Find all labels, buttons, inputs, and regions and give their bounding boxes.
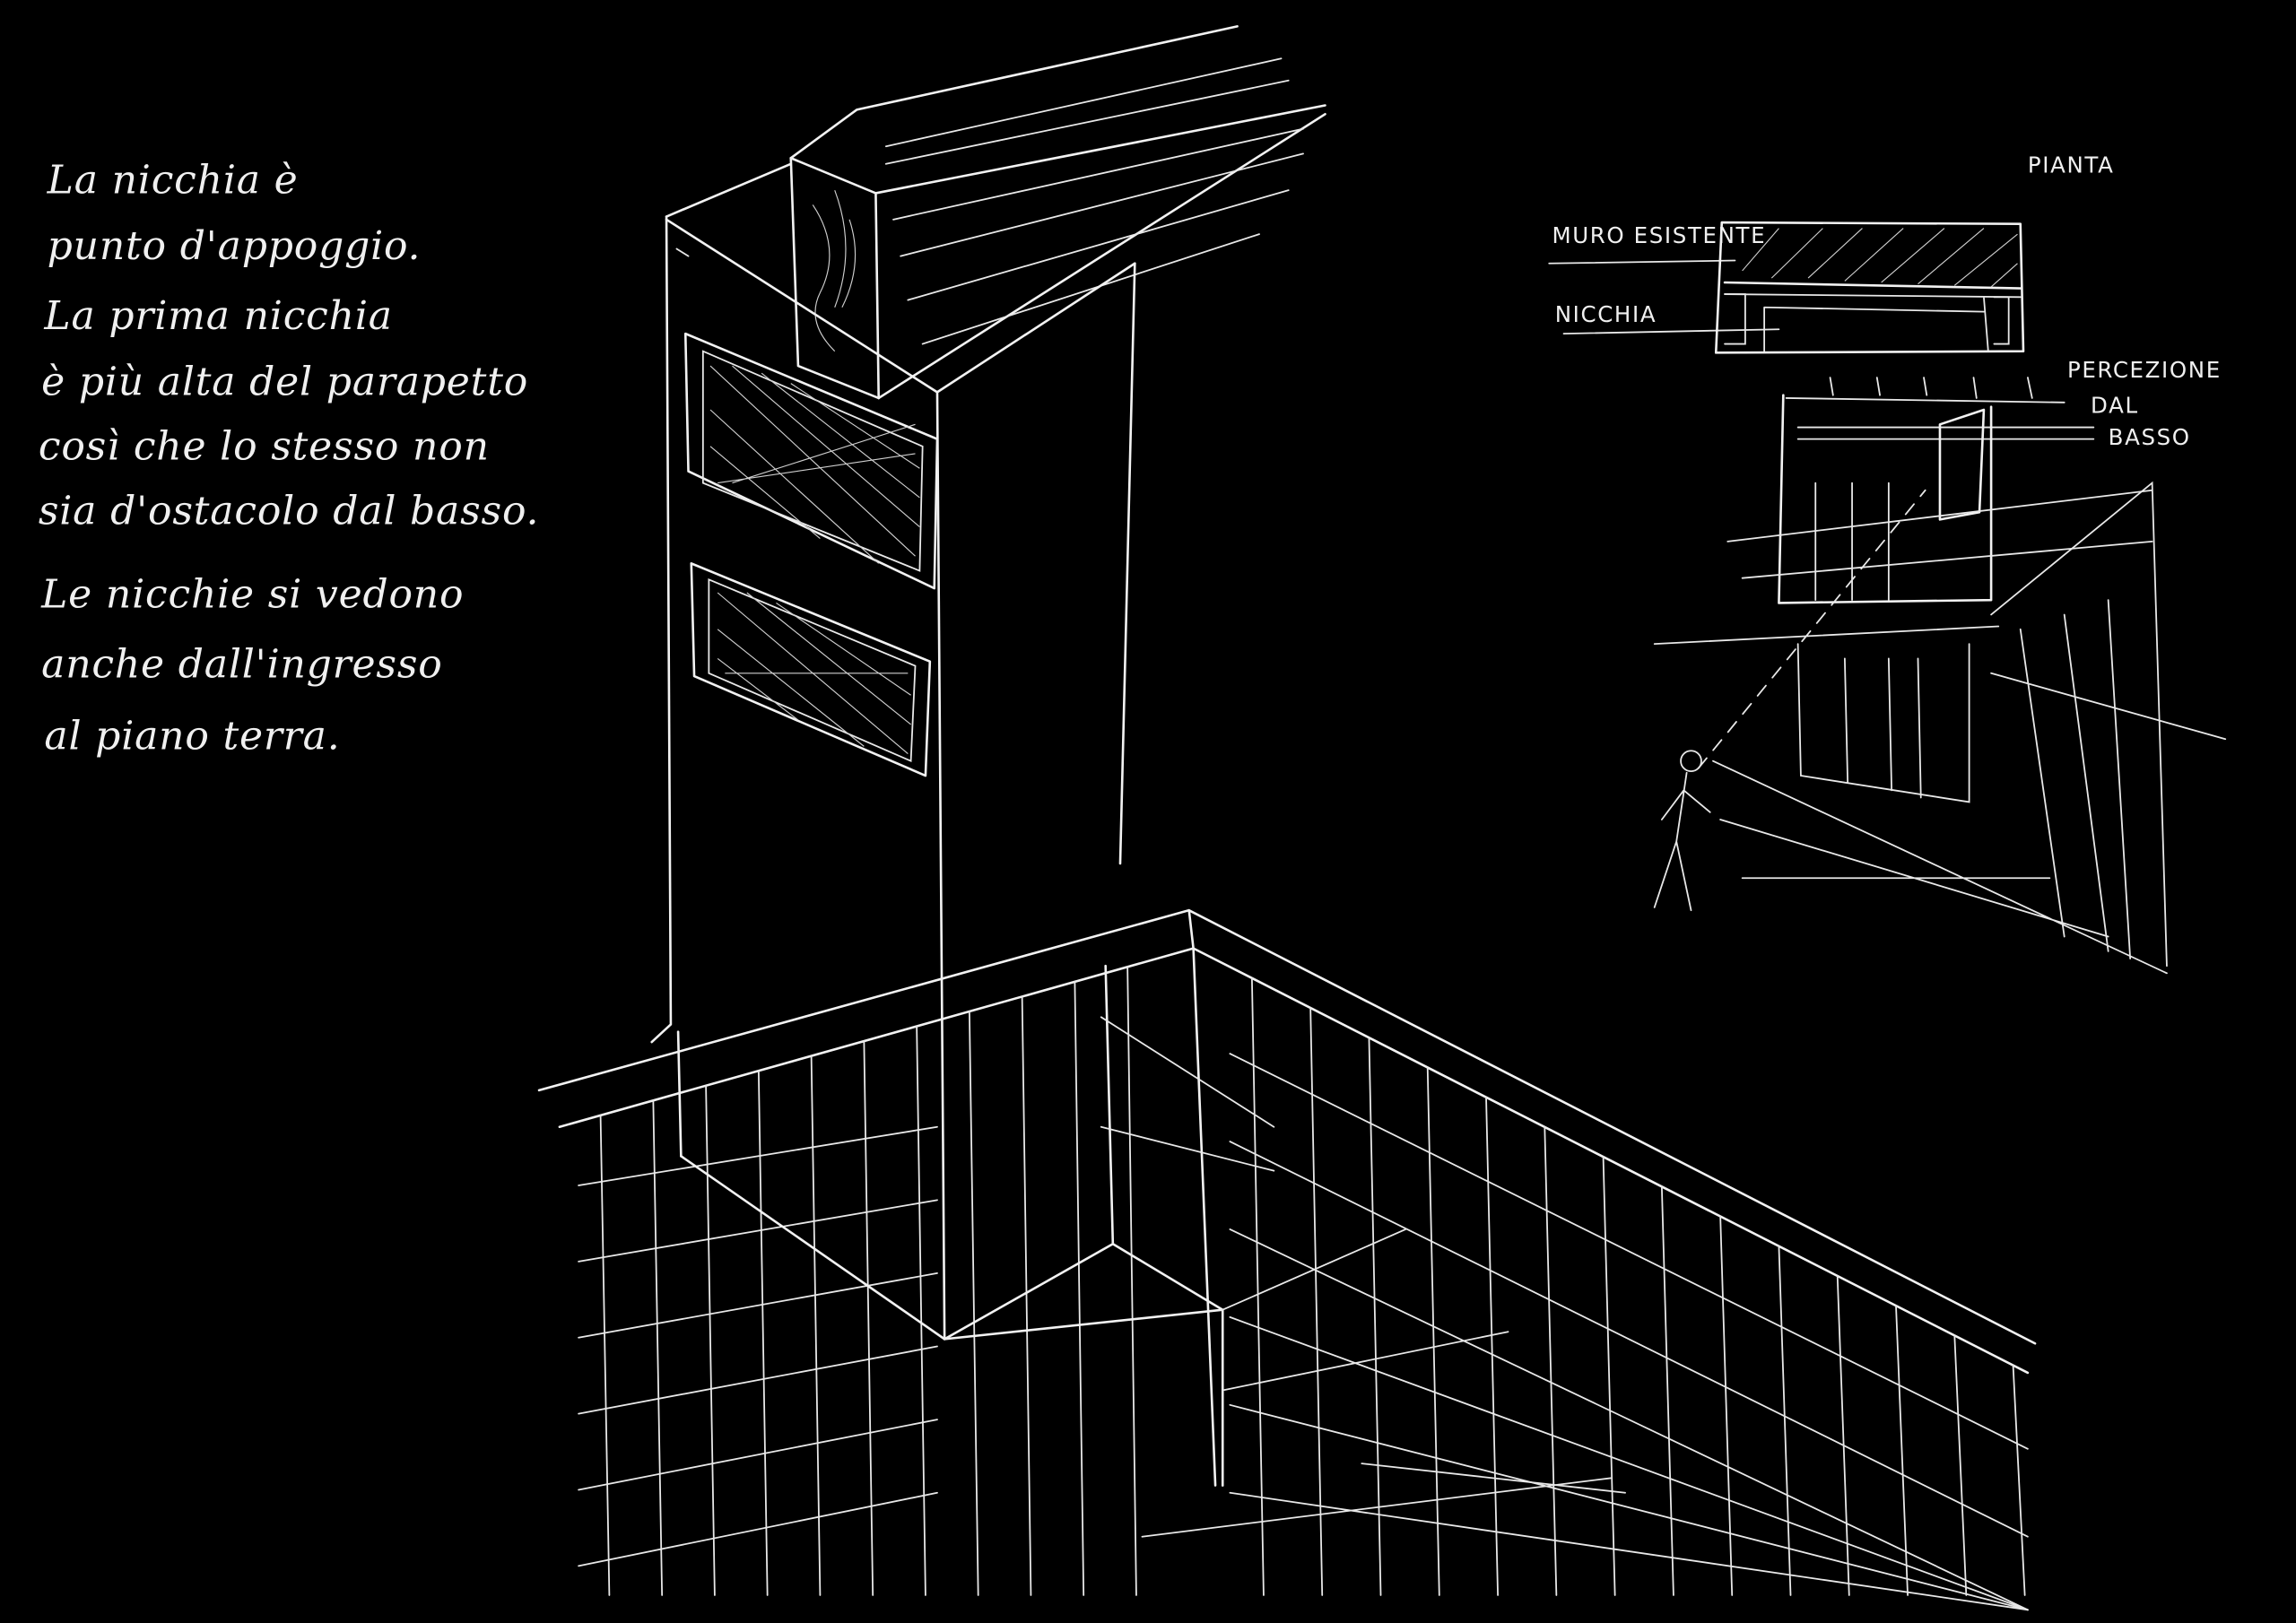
tile-line	[757, 1070, 769, 1596]
person-figure-icon	[1653, 750, 1711, 912]
label-percezione: PERCEZIONE	[2067, 357, 2222, 383]
tile-line	[1778, 1245, 1792, 1596]
tile-line	[1126, 966, 1137, 1596]
label-muro-esistente: MURO ESISTENTE	[1552, 222, 1766, 248]
tile-line	[1953, 1334, 1968, 1596]
tile-line	[1368, 1037, 1382, 1596]
niche-upper	[683, 332, 939, 590]
label-dal: DAL	[2091, 392, 2139, 418]
tile-line	[578, 1491, 938, 1567]
parapet	[537, 908, 2037, 1611]
tile-line	[1309, 1007, 1324, 1596]
note-line: sia d'ostacolo dal basso.	[39, 488, 540, 534]
note-line: anche dall'ingresso	[41, 642, 442, 688]
tile-line	[810, 1055, 822, 1596]
tile-line	[1836, 1275, 1850, 1596]
tile-line	[578, 1419, 938, 1491]
tile-line	[1485, 1096, 1499, 1596]
tile-line	[1426, 1066, 1440, 1596]
niche-lower	[690, 562, 932, 777]
column	[650, 162, 1136, 1341]
tile-line	[1229, 1491, 2029, 1611]
bench-block	[680, 964, 1626, 1538]
tile-grid-right	[1229, 976, 2029, 1611]
tile-line	[968, 1011, 979, 1596]
note-line: Le nicchie si vedono	[40, 571, 464, 617]
tile-line	[1229, 1228, 2029, 1611]
tile-line	[1229, 1315, 2029, 1611]
note-line: è più alta del parapetto	[41, 360, 528, 405]
tile-line	[578, 1345, 938, 1415]
tile-line	[863, 1040, 874, 1596]
tile-grid-left	[578, 966, 1137, 1596]
note-line: La nicchia è	[47, 157, 299, 203]
handwritten-note: La nicchia è punto d'appoggio. La prima …	[39, 157, 540, 759]
tile-line	[578, 1272, 938, 1339]
tile-line	[705, 1084, 716, 1596]
tile-line	[1229, 1403, 2029, 1611]
tile-line	[1660, 1185, 1674, 1596]
beam	[789, 25, 1326, 400]
tile-line	[652, 1099, 664, 1596]
tile-line	[578, 1199, 938, 1263]
label-nicchia: NICCHIA	[1555, 301, 1657, 327]
plan-title: PIANTA	[2028, 152, 2115, 178]
label-basso: BASSO	[2109, 424, 2191, 450]
tile-line	[1229, 1141, 2029, 1538]
note-line: al piano terra.	[44, 714, 340, 759]
note-line: punto d'appoggio.	[48, 223, 422, 269]
tile-line	[916, 1025, 926, 1596]
tile-line	[1544, 1125, 1558, 1596]
tile-line	[1021, 995, 1032, 1596]
plan-sketch: PIANTA MURO ESISTENTE NICCHIA	[1548, 152, 2115, 354]
perception-sketch: PERCEZIONE DAL BASSO	[1653, 357, 2227, 975]
tile-line	[1602, 1156, 1616, 1596]
note-line: La prima nicchia	[43, 293, 392, 339]
tile-line	[1250, 976, 1265, 1596]
tile-line	[1229, 1053, 2029, 1450]
tile-line	[1719, 1215, 1734, 1596]
tile-line	[599, 1114, 611, 1596]
tile-line	[1074, 980, 1085, 1596]
tile-line	[578, 1125, 938, 1186]
tile-line	[2012, 1364, 2026, 1596]
note-line: così che lo stesso non	[39, 423, 490, 469]
tile-line	[1895, 1305, 1909, 1596]
